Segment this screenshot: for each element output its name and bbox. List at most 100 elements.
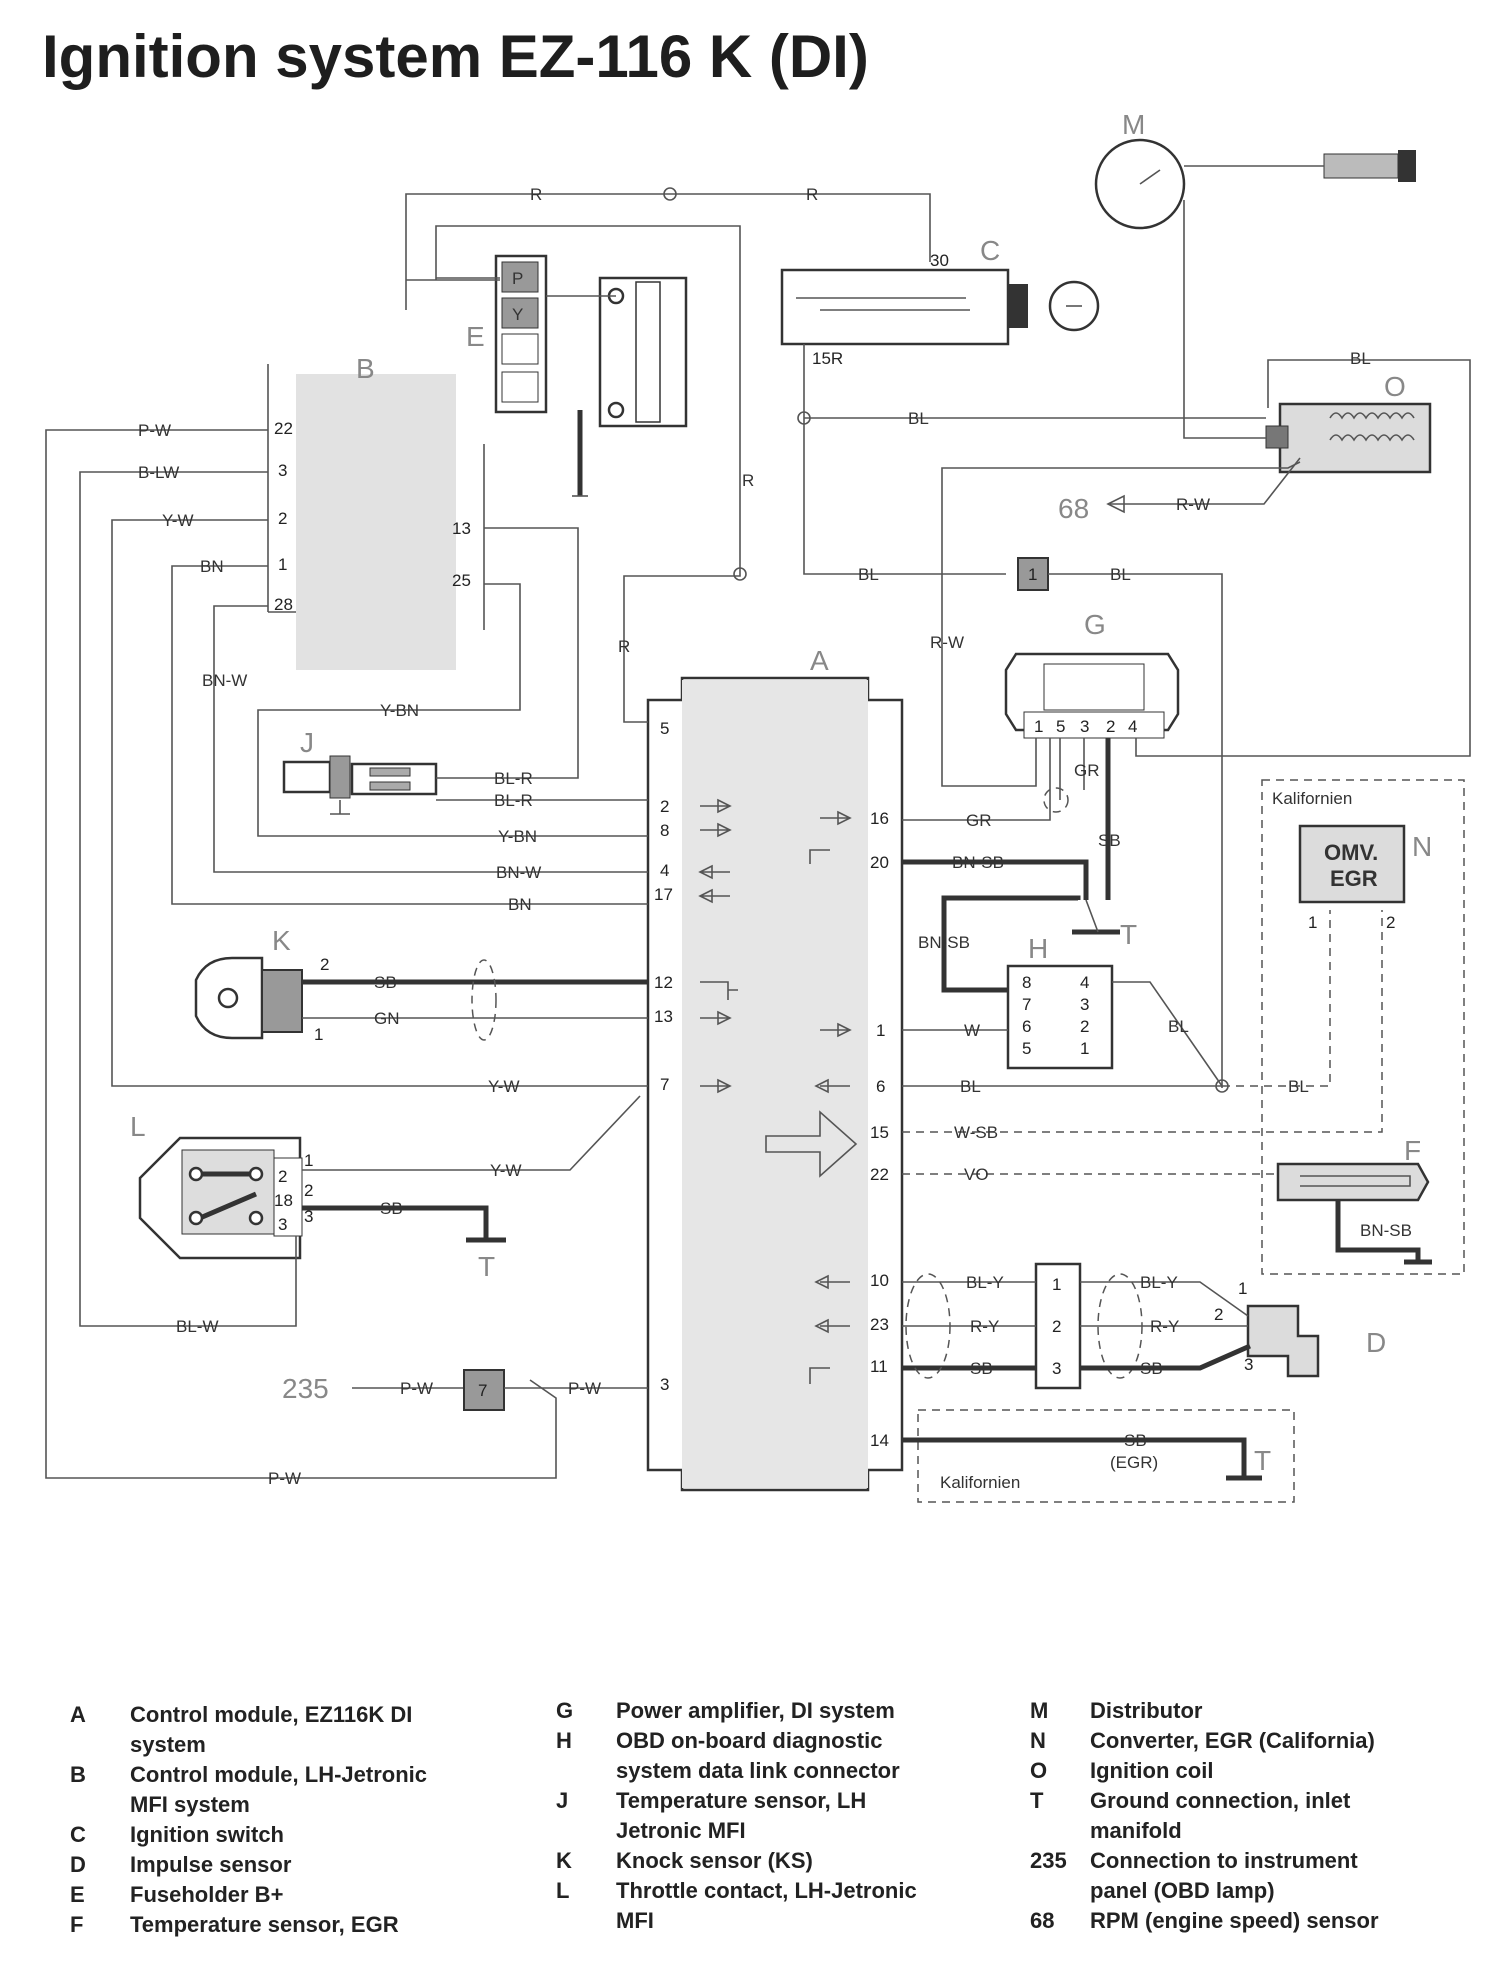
svg-text:7: 7 bbox=[660, 1075, 669, 1094]
impulse-sensor-d: D 1 2 3 bbox=[1214, 1279, 1386, 1378]
svg-text:5: 5 bbox=[660, 719, 669, 738]
svg-text:2: 2 bbox=[1214, 1305, 1223, 1324]
svg-text:2: 2 bbox=[660, 797, 669, 816]
svg-text:GR: GR bbox=[1074, 761, 1100, 780]
svg-text:SB: SB bbox=[1140, 1359, 1163, 1378]
svg-text:Y-BN: Y-BN bbox=[498, 827, 537, 846]
svg-text:GR: GR bbox=[966, 811, 992, 830]
svg-text:Kalifornien: Kalifornien bbox=[940, 1473, 1020, 1492]
kalifornien-egr-box: Kalifornien (EGR) bbox=[917, 1409, 1295, 1503]
svg-text:20: 20 bbox=[870, 853, 889, 872]
svg-text:3: 3 bbox=[278, 461, 287, 480]
svg-text:SB: SB bbox=[380, 1199, 403, 1218]
page-title: Ignition system EZ-116 K (DI) bbox=[42, 23, 869, 90]
svg-text:30: 30 bbox=[930, 251, 949, 270]
label-k: K bbox=[272, 925, 291, 956]
svg-text:25: 25 bbox=[452, 571, 471, 590]
svg-text:Y-W: Y-W bbox=[162, 511, 194, 530]
label-j: J bbox=[300, 727, 314, 758]
label-o: O bbox=[1384, 371, 1406, 402]
svg-text:5: 5 bbox=[1022, 1039, 1031, 1058]
svg-text:SB: SB bbox=[1098, 831, 1121, 850]
label-b: B bbox=[356, 353, 375, 384]
svg-text:2: 2 bbox=[278, 1167, 287, 1186]
svg-text:BL: BL bbox=[1350, 349, 1371, 368]
svg-text:BL: BL bbox=[1110, 565, 1131, 584]
svg-text:3: 3 bbox=[660, 1375, 669, 1394]
throttle-contact-l: 2 18 3 1 2 3 L bbox=[130, 1111, 313, 1260]
svg-text:BL: BL bbox=[960, 1077, 981, 1096]
svg-text:OMV.: OMV. bbox=[1324, 840, 1378, 865]
svg-text:BL: BL bbox=[908, 409, 929, 428]
svg-text:3: 3 bbox=[304, 1207, 313, 1226]
ignition-coil-o: O bbox=[1265, 371, 1432, 474]
svg-text:13: 13 bbox=[654, 1007, 673, 1026]
svg-text:2: 2 bbox=[320, 955, 329, 974]
svg-text:1: 1 bbox=[278, 555, 287, 574]
svg-text:BL-Y: BL-Y bbox=[1140, 1273, 1178, 1292]
svg-text:R: R bbox=[530, 185, 542, 204]
svg-text:1: 1 bbox=[1238, 1279, 1247, 1298]
svg-text:10: 10 bbox=[870, 1271, 889, 1290]
svg-text:R: R bbox=[806, 185, 818, 204]
svg-text:Y-W: Y-W bbox=[490, 1161, 522, 1180]
svg-text:17: 17 bbox=[654, 885, 673, 904]
svg-text:BL-R: BL-R bbox=[494, 791, 533, 810]
svg-text:14: 14 bbox=[870, 1431, 889, 1450]
svg-text:Kalifornien: Kalifornien bbox=[1272, 789, 1352, 808]
svg-text:B-LW: B-LW bbox=[138, 463, 179, 482]
svg-text:W: W bbox=[964, 1021, 980, 1040]
svg-text:8: 8 bbox=[1022, 973, 1031, 992]
svg-text:22: 22 bbox=[870, 1165, 889, 1184]
label-m: M bbox=[1122, 109, 1145, 140]
svg-text:28: 28 bbox=[274, 595, 293, 614]
svg-text:23: 23 bbox=[870, 1315, 889, 1334]
svg-text:(EGR): (EGR) bbox=[1110, 1453, 1158, 1472]
control-module-a: A 5 2 8 4 17 12 13 7 3 16 20 1 6 15 22 1… bbox=[646, 645, 904, 1492]
svg-text:2: 2 bbox=[1106, 717, 1115, 736]
svg-text:BL-W: BL-W bbox=[176, 1317, 219, 1336]
label-g: G bbox=[1084, 609, 1106, 640]
svg-text:BN: BN bbox=[200, 557, 224, 576]
svg-text:2: 2 bbox=[1052, 1317, 1061, 1336]
svg-text:W-SB: W-SB bbox=[954, 1123, 998, 1142]
svg-text:BN-SB: BN-SB bbox=[918, 933, 970, 952]
svg-text:235: 235 bbox=[282, 1373, 329, 1404]
svg-text:6: 6 bbox=[876, 1077, 885, 1096]
svg-text:1: 1 bbox=[1080, 1039, 1089, 1058]
svg-text:4: 4 bbox=[660, 861, 669, 880]
svg-text:8: 8 bbox=[660, 821, 669, 840]
ignition-switch-c: C 30 15R bbox=[780, 235, 1100, 368]
label-e: E bbox=[466, 321, 485, 352]
label-n: N bbox=[1412, 831, 1432, 862]
svg-text:22: 22 bbox=[274, 419, 293, 438]
svg-text:15R: 15R bbox=[812, 349, 843, 368]
knock-sensor-k: 2 1 K bbox=[194, 925, 329, 1044]
svg-text:Y-W: Y-W bbox=[488, 1077, 520, 1096]
svg-text:BN-W: BN-W bbox=[202, 671, 247, 690]
kalifornien-box: Kalifornien OMV. EGR N 1 2 F bbox=[1261, 779, 1465, 1275]
label-l: L bbox=[130, 1111, 146, 1142]
svg-text:7: 7 bbox=[478, 1381, 487, 1400]
label-f: F bbox=[1404, 1135, 1421, 1166]
svg-text:2: 2 bbox=[304, 1181, 313, 1200]
svg-text:R-Y: R-Y bbox=[970, 1317, 999, 1336]
svg-text:11: 11 bbox=[870, 1357, 888, 1376]
svg-text:1: 1 bbox=[1028, 565, 1037, 584]
svg-text:4: 4 bbox=[1080, 973, 1089, 992]
svg-text:BN: BN bbox=[508, 895, 532, 914]
svg-text:GN: GN bbox=[374, 1009, 400, 1028]
svg-text:3: 3 bbox=[1052, 1359, 1061, 1378]
svg-text:6: 6 bbox=[1022, 1017, 1031, 1036]
svg-text:BN-W: BN-W bbox=[496, 863, 541, 882]
svg-text:16: 16 bbox=[870, 809, 889, 828]
